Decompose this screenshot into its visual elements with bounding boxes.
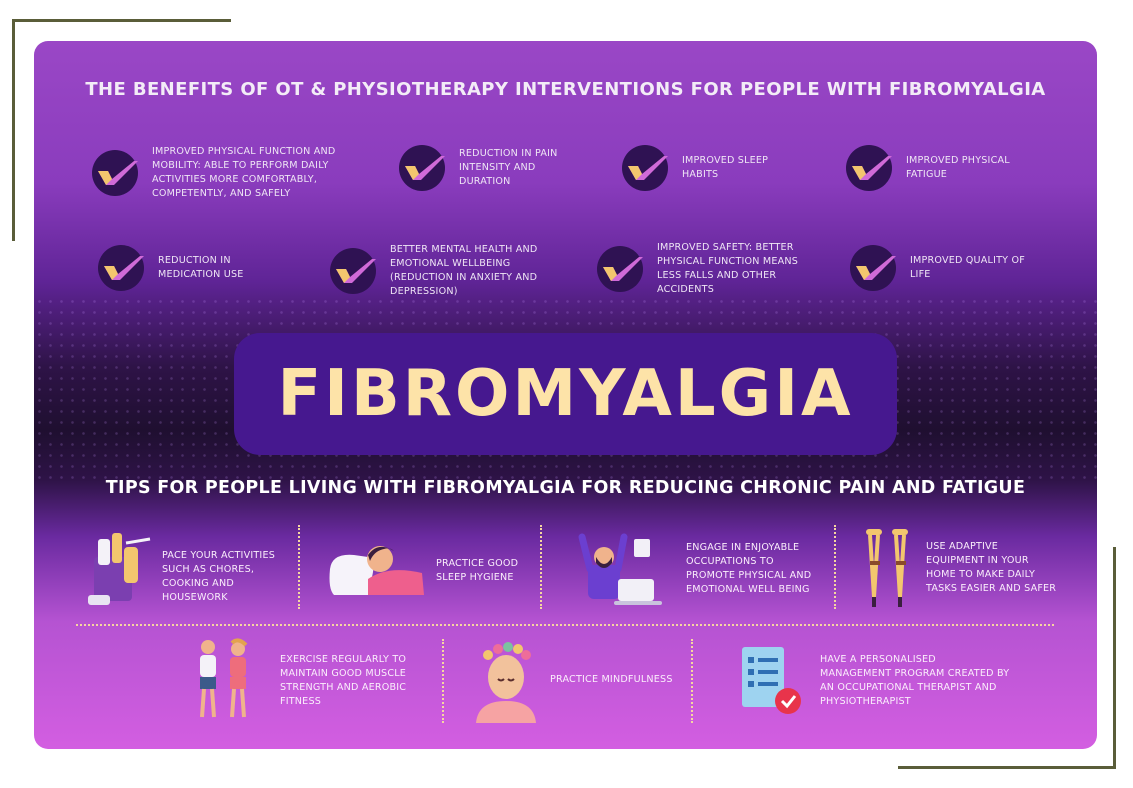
check-icon — [399, 145, 445, 191]
benefit-text: REDUCTION IN PAIN INTENSITY AND DURATION — [459, 148, 558, 187]
benefit-text: IMPROVED SAFETY: BETTER PHYSICAL FUNCTIO… — [657, 242, 799, 295]
benefit-text: IMPROVED SLEEP HABITS — [682, 155, 769, 180]
tip-text: PACE YOUR ACTIVITIES SUCH AS CHORES, COO… — [162, 550, 276, 603]
benefit-item: REDUCTION IN PAIN INTENSITY AND DURATION — [399, 145, 599, 191]
benefit-text: BETTER MENTAL HEALTH AND EMOTIONAL WELLB… — [390, 244, 538, 297]
tip-text: HAVE A PERSONALISED MANAGEMENT PROGRAM C… — [820, 654, 1010, 707]
benefit-text: IMPROVED QUALITY OF LIFE — [910, 255, 1025, 280]
separator-vertical — [834, 525, 836, 609]
tip-item: EXERCISE REGULARLY TO MAINTAIN GOOD MUSC… — [280, 653, 420, 709]
benefit-item: IMPROVED PHYSICAL FATIGUE — [846, 145, 1056, 191]
tip-text: EXERCISE REGULARLY TO MAINTAIN GOOD MUSC… — [280, 654, 407, 707]
separator-vertical — [540, 525, 542, 609]
tips-title: TIPS FOR PEOPLE LIVING WITH FIBROMYALGIA… — [105, 478, 1026, 498]
tip-text: ENGAGE IN ENJOYABLE OCCUPATIONS TO PROMO… — [686, 542, 812, 595]
benefit-item: IMPROVED SAFETY: BETTER PHYSICAL FUNCTIO… — [597, 241, 837, 297]
benefit-item: IMPROVED SLEEP HABITS — [622, 145, 812, 191]
fibromyalgia-banner: FIBROMYALGIA — [234, 333, 897, 455]
benefit-text: IMPROVED PHYSICAL FUNCTION AND MOBILITY:… — [152, 146, 336, 199]
separator-vertical — [691, 639, 693, 723]
check-icon — [846, 145, 892, 191]
benefit-item: REDUCTION IN MEDICATION USE — [98, 245, 298, 291]
checklist-icon — [742, 647, 801, 714]
frame-corner-top-left-vertical — [12, 19, 15, 241]
exercising-people-icon — [200, 638, 248, 718]
tip-item: PRACTICE GOOD SLEEP HYGIENE — [436, 557, 526, 585]
benefit-text: REDUCTION IN MEDICATION USE — [158, 255, 244, 280]
tip-item: ENGAGE IN ENJOYABLE OCCUPATIONS TO PROMO… — [686, 541, 822, 597]
tip-text: PRACTICE GOOD SLEEP HYGIENE — [436, 558, 519, 583]
separator-horizontal — [76, 624, 1054, 626]
mindful-head-icon — [476, 642, 536, 723]
tip-item: PRACTICE MINDFULNESS — [550, 673, 680, 687]
benefit-text: IMPROVED PHYSICAL FATIGUE — [906, 155, 1010, 180]
tip-item: USE ADAPTIVE EQUIPMENT IN YOUR HOME TO M… — [926, 540, 1058, 596]
check-icon — [597, 246, 643, 292]
tip-item: HAVE A PERSONALISED MANAGEMENT PROGRAM C… — [820, 653, 1010, 709]
separator-vertical — [298, 525, 300, 609]
check-icon — [98, 245, 144, 291]
happy-person-laptop-icon — [578, 533, 662, 605]
sleeping-person-icon — [329, 546, 424, 595]
tip-text: USE ADAPTIVE EQUIPMENT IN YOUR HOME TO M… — [926, 541, 1057, 594]
banner-title: FIBROMYALGIA — [277, 357, 854, 431]
check-icon — [622, 145, 668, 191]
check-icon — [330, 248, 376, 294]
frame-corner-top-left-horizontal — [12, 19, 231, 22]
benefits-title: THE BENEFITS OF OT & PHYSIOTHERAPY INTER… — [85, 79, 1046, 100]
benefit-item: IMPROVED QUALITY OF LIFE — [850, 245, 1060, 291]
check-icon — [92, 150, 138, 196]
infographic-card: THE BENEFITS OF OT & PHYSIOTHERAPY INTER… — [34, 41, 1097, 749]
crutches-icon — [866, 529, 908, 607]
tip-item: PACE YOUR ACTIVITIES SUCH AS CHORES, COO… — [162, 549, 280, 605]
check-icon — [850, 245, 896, 291]
cleaning-bucket-icon — [88, 533, 151, 605]
tip-text: PRACTICE MINDFULNESS — [550, 674, 673, 685]
benefit-item: IMPROVED PHYSICAL FUNCTION AND MOBILITY:… — [92, 145, 362, 201]
frame-corner-bottom-right-vertical — [1113, 547, 1116, 769]
frame-corner-bottom-right-horizontal — [898, 766, 1116, 769]
separator-vertical — [442, 639, 444, 723]
benefit-item: BETTER MENTAL HEALTH AND EMOTIONAL WELLB… — [330, 243, 570, 299]
